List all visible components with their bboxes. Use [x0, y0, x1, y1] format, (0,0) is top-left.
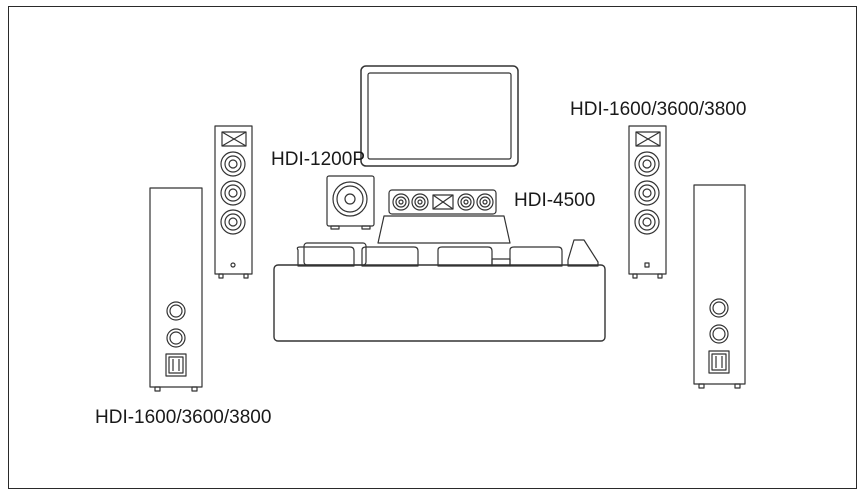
subwoofer: [326, 175, 375, 230]
front-left-speaker: [149, 187, 203, 392]
label-subwoofer: HDI-1200P: [271, 149, 365, 170]
label-front-speakers-left: HDI-1600/3600/3800: [95, 407, 272, 428]
center-speaker: [377, 189, 511, 244]
label-center-speaker: HDI-4500: [514, 190, 596, 211]
sofa: [273, 239, 606, 342]
back-left-speaker: [214, 125, 253, 279]
back-right-speaker: [628, 125, 667, 279]
label-front-speakers-right: HDI-1600/3600/3800: [570, 99, 747, 120]
diagram-frame: [8, 6, 857, 489]
front-right-speaker: [693, 184, 746, 389]
television: [360, 65, 519, 167]
